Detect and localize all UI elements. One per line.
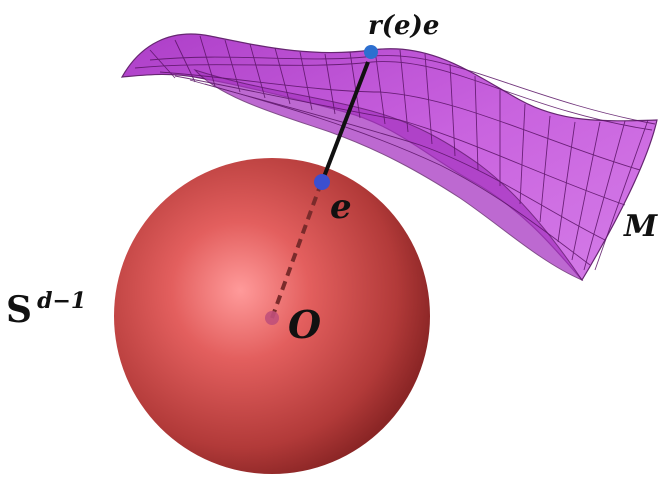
ray-outside-solid	[320, 61, 370, 183]
ray-inside-dashed	[270, 185, 322, 319]
point-e	[314, 174, 330, 190]
label-unit-point: e	[330, 187, 352, 227]
surface-front-sheet	[193, 68, 584, 282]
label-surface-point: r(e)e	[368, 11, 439, 41]
label-sphere: S d−1	[6, 288, 86, 331]
surface-mesh	[134, 35, 656, 271]
point-r-e-e	[364, 45, 378, 59]
label-sphere-exponent: d−1	[37, 288, 86, 314]
manifold-surface	[120, 33, 658, 282]
label-manifold: M	[623, 209, 658, 244]
label-sphere-base: S	[6, 289, 32, 331]
point-origin	[265, 311, 279, 325]
label-origin: O	[288, 302, 321, 347]
